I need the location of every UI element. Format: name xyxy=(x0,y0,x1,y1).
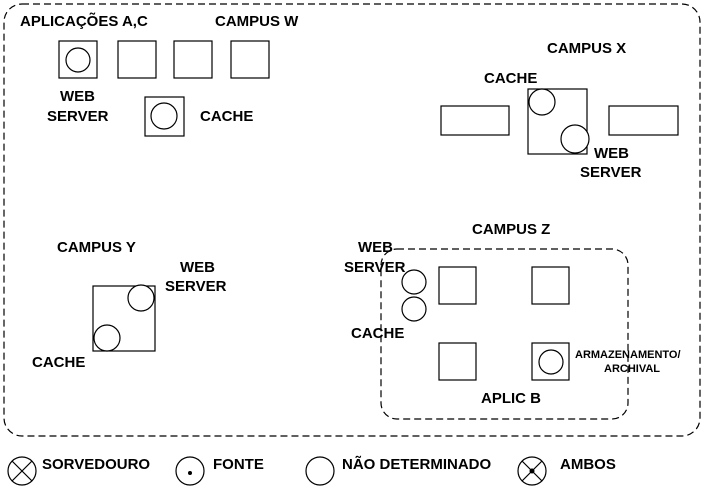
nao-determinado-icon xyxy=(305,456,335,486)
campus-y-cache-node xyxy=(93,324,121,352)
sorvedouro-icon-line-2 xyxy=(11,460,33,482)
legend-ambos: AMBOS xyxy=(560,456,616,473)
campus-w-box-3 xyxy=(173,40,213,79)
legend-nao-determinado: NÃO DETERMINADO xyxy=(342,455,491,473)
label-aplic-b: APLIC B xyxy=(481,390,541,407)
label-aplicacoes-ac: APLICAÇÕES A,C xyxy=(20,12,148,30)
label-y-server: SERVER xyxy=(165,278,227,295)
campus-x-cache-node xyxy=(528,88,556,116)
label-campus-w: CAMPUS W xyxy=(215,13,299,30)
campus-z-box-1 xyxy=(438,266,477,305)
campus-z-web-server-node xyxy=(401,269,427,295)
label-armazenamento: ARMAZENAMENTO/ xyxy=(575,349,681,361)
campus-x-left-box xyxy=(440,105,510,136)
label-z-server: SERVER xyxy=(344,259,406,276)
campus-z-boundary xyxy=(380,248,629,420)
campus-w-box-2 xyxy=(117,40,157,79)
campus-w-cache-node xyxy=(150,102,178,130)
campus-x-web-server-node xyxy=(560,124,590,154)
fonte-icon-dot xyxy=(188,471,192,475)
label-campus-x: CAMPUS X xyxy=(547,40,626,57)
label-z-cache: CACHE xyxy=(351,325,404,342)
ambos-icon-dot xyxy=(529,468,535,474)
label-x-server: SERVER xyxy=(580,164,642,181)
legend: SORVEDOURO FONTE NÃO DETERMINADO AMBOS xyxy=(7,455,616,486)
label-y-web: WEB xyxy=(180,259,215,276)
campus-z-cache-node xyxy=(401,296,427,322)
label-z-web: WEB xyxy=(358,239,393,256)
campus-z-box-2 xyxy=(531,266,570,305)
label-x-web: WEB xyxy=(594,145,629,162)
label-archival: ARCHIVAL xyxy=(604,363,660,375)
legend-fonte: FONTE xyxy=(213,456,264,473)
campus-w-box-4 xyxy=(230,40,270,79)
campus-y-web-server-node xyxy=(127,284,155,312)
campus-x-right-box xyxy=(608,105,679,136)
label-campus-z: CAMPUS Z xyxy=(472,221,550,238)
campus-w-web-server-node xyxy=(65,47,91,73)
label-w-web: WEB xyxy=(60,88,95,105)
legend-sorvedouro: SORVEDOURO xyxy=(42,456,150,473)
outer-boundary xyxy=(3,3,701,437)
label-w-server: SERVER xyxy=(47,108,109,125)
label-y-cache: CACHE xyxy=(32,354,85,371)
label-x-cache: CACHE xyxy=(484,70,537,87)
label-w-cache: CACHE xyxy=(200,108,253,125)
campus-z-box-3 xyxy=(438,342,477,381)
label-campus-y: CAMPUS Y xyxy=(57,239,136,256)
campus-z-storage-node xyxy=(538,349,564,375)
